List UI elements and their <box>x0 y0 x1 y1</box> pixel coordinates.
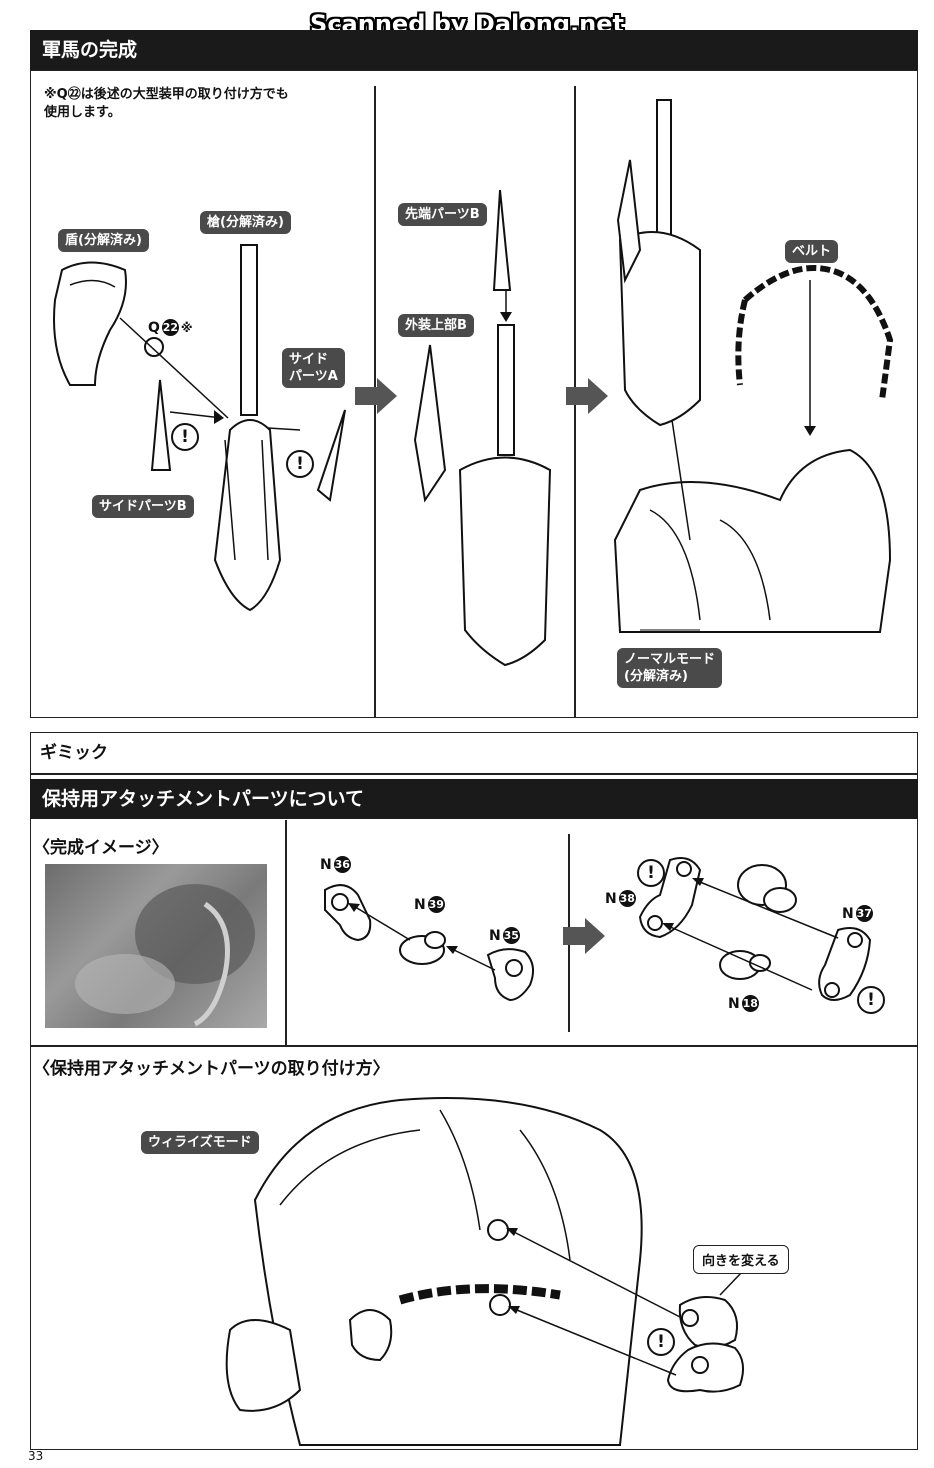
label-shield: 盾(分解済み) <box>58 229 149 252</box>
part-letter: N <box>414 896 426 913</box>
part-letter: N <box>605 890 617 907</box>
part-letter: N <box>489 927 501 944</box>
gimmick-heading: ギミック <box>40 743 108 763</box>
panel-divider <box>285 820 287 1045</box>
part-letter: N <box>842 905 854 922</box>
usage-note: ※Q㉒は後述の大型装甲の取り付け方でも 使用します。 <box>44 87 289 120</box>
label-belt: ベルト <box>785 240 839 263</box>
section-title-bar: 軍馬の完成 <box>30 30 918 70</box>
part-number: 35 <box>502 927 520 944</box>
part-number: 22 <box>161 319 179 336</box>
divider <box>30 773 918 775</box>
step-arrow <box>566 378 608 414</box>
step-arrow <box>355 378 397 414</box>
part-mark: ※ <box>180 320 193 335</box>
parts-diagram-left <box>324 884 535 1002</box>
label-spear: 槍(分解済み) <box>200 211 291 234</box>
warning-icon: ! <box>637 859 665 887</box>
label-wyrise-mode: ウィライズモード <box>141 1131 259 1154</box>
photo-shapes <box>75 884 255 1027</box>
warning-icon: ! <box>857 986 885 1014</box>
label-outer-upper-b: 外装上部B <box>398 314 474 337</box>
warning-icon: ! <box>171 423 199 451</box>
divider <box>30 1045 918 1047</box>
section-title: 軍馬の完成 <box>42 39 138 61</box>
part-number: 39 <box>427 896 445 913</box>
label-normal-mode: ノーマルモード (分解済み) <box>617 648 723 688</box>
complete-image-photo <box>45 864 267 1028</box>
part-q22: Q 22 ※ <box>148 319 193 336</box>
part-number: 18 <box>741 995 759 1012</box>
section1-frame <box>30 70 918 718</box>
part-number: 37 <box>855 905 873 922</box>
warning-icon: ! <box>286 450 314 478</box>
page-number: 33 <box>28 1449 44 1463</box>
callout-change-direction: 向きを変える <box>693 1245 789 1274</box>
part-number: 38 <box>618 890 636 907</box>
section2-frame <box>30 732 918 1450</box>
step-arrow <box>563 918 605 954</box>
part-letter: N <box>320 856 332 873</box>
part-letter: N <box>728 995 740 1012</box>
label-tip-parts-b: 先端パーツB <box>398 203 487 226</box>
parts-diagram-right <box>638 857 872 1001</box>
part-number: 36 <box>333 856 351 873</box>
warning-icon: ! <box>647 1328 675 1356</box>
attachment-title: 保持用アタッチメントパーツについて <box>42 788 365 810</box>
attachment-title-bar: 保持用アタッチメントパーツについて <box>30 779 918 819</box>
assembly-illustration-1 <box>53 99 894 667</box>
complete-image-heading: 〈完成イメージ〉 <box>33 838 169 858</box>
label-side-parts-a: サイド パーツA <box>282 348 345 388</box>
label-side-parts-b: サイドパーツB <box>92 495 194 518</box>
part-letter: Q <box>148 319 160 336</box>
attach-method-heading: 〈保持用アタッチメントパーツの取り付け方〉 <box>33 1059 390 1079</box>
